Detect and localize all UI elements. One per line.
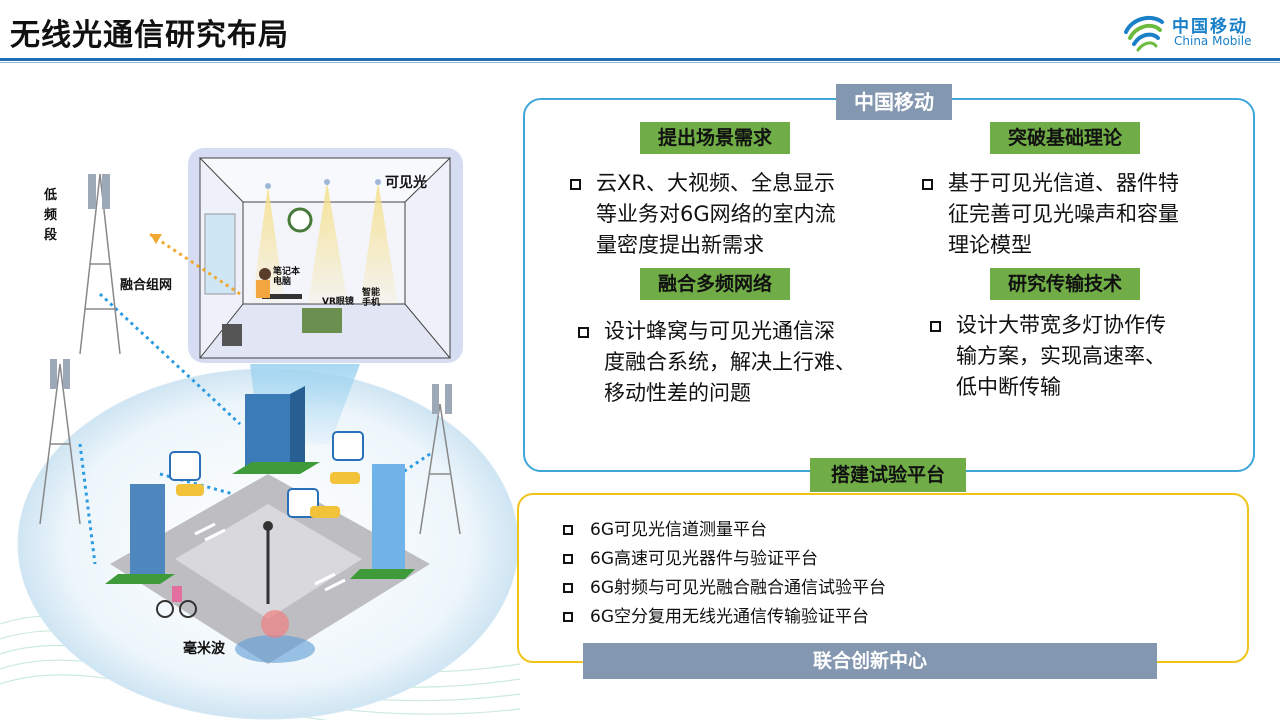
label-vr-glasses: VR眼镜 [322,297,354,307]
research-panel [523,98,1255,472]
building-right [372,464,405,569]
page-title: 无线光通信研究布局 [10,18,289,53]
label-fusion-network: 融合组网 [120,278,173,293]
building-center [245,394,290,474]
transmission-tech-text: 设计大带宽多灯协作传 输方案，实现高速率、 低中断传输 [930,310,1240,403]
illustration-svg [0,148,520,720]
cell-towers [39,173,461,535]
china-mobile-logo-icon [1124,15,1164,52]
tag-scenario-demand: 提出场景需求 [640,122,790,154]
basic-theory-text: 基于可见光信道、器件特 征完善可见光噪声和容量 理论模型 [922,168,1242,261]
tag-test-platform: 搭建试验平台 [810,458,966,492]
logo-text-cn: 中国移动 [1172,17,1248,37]
bullet-icon [570,179,581,190]
title-divider [0,58,1280,61]
list-item: 6G可见光信道测量平台 [563,517,886,546]
bullet-icon [563,583,573,593]
bullet-icon [578,327,589,338]
list-item: 6G高速可见光器件与验证平台 [563,546,886,575]
platform-list: 6G可见光信道测量平台 6G高速可见光器件与验证平台 6G射频与可见光融合融合通… [563,517,886,633]
multi-band-text: 设计蜂窝与可见光通信深 度融合系统，解决上行难、 移动性差的问题 [578,316,898,409]
scenario-demand-text: 云XR、大视频、全息显示 等业务对6G网络的室内流 量密度提出新需求 [570,168,900,261]
bullet-icon [563,554,573,564]
china-mobile-badge: 中国移动 [836,84,952,120]
label-mmwave: 毫米波 [183,641,225,657]
china-mobile-logo: 中国移动 China Mobile [1122,10,1272,54]
label-visible-light: 可见光 [385,175,427,191]
bullet-icon [563,525,573,535]
label-low-band: 低 频 段 [44,188,58,243]
joint-innovation-center-bar: 联合创新中心 [583,643,1157,679]
wifi-icon [169,431,364,518]
label-laptop: 笔记本 电脑 [273,267,301,287]
list-item: 6G射频与可见光融合融合通信试验平台 [563,575,886,604]
platform-panel [517,493,1249,663]
building-left [130,484,165,574]
tag-transmission-tech: 研究传输技术 [990,268,1140,300]
bullet-icon [563,612,573,622]
title-divider-thin [0,62,1280,63]
bullet-icon [930,321,941,332]
network-illustration: 低 频 段 融合组网 可见光 笔记本 电脑 VR眼镜 智能 手机 毫米波 [0,64,520,720]
label-smartphone: 智能 手机 [362,288,381,308]
tag-basic-theory: 突破基础理论 [990,122,1140,154]
tag-multi-band-network: 融合多频网络 [640,268,790,300]
bullet-icon [922,179,933,190]
list-item: 6G空分复用无线光通信传输验证平台 [563,604,886,633]
logo-text-en: China Mobile [1174,34,1252,48]
